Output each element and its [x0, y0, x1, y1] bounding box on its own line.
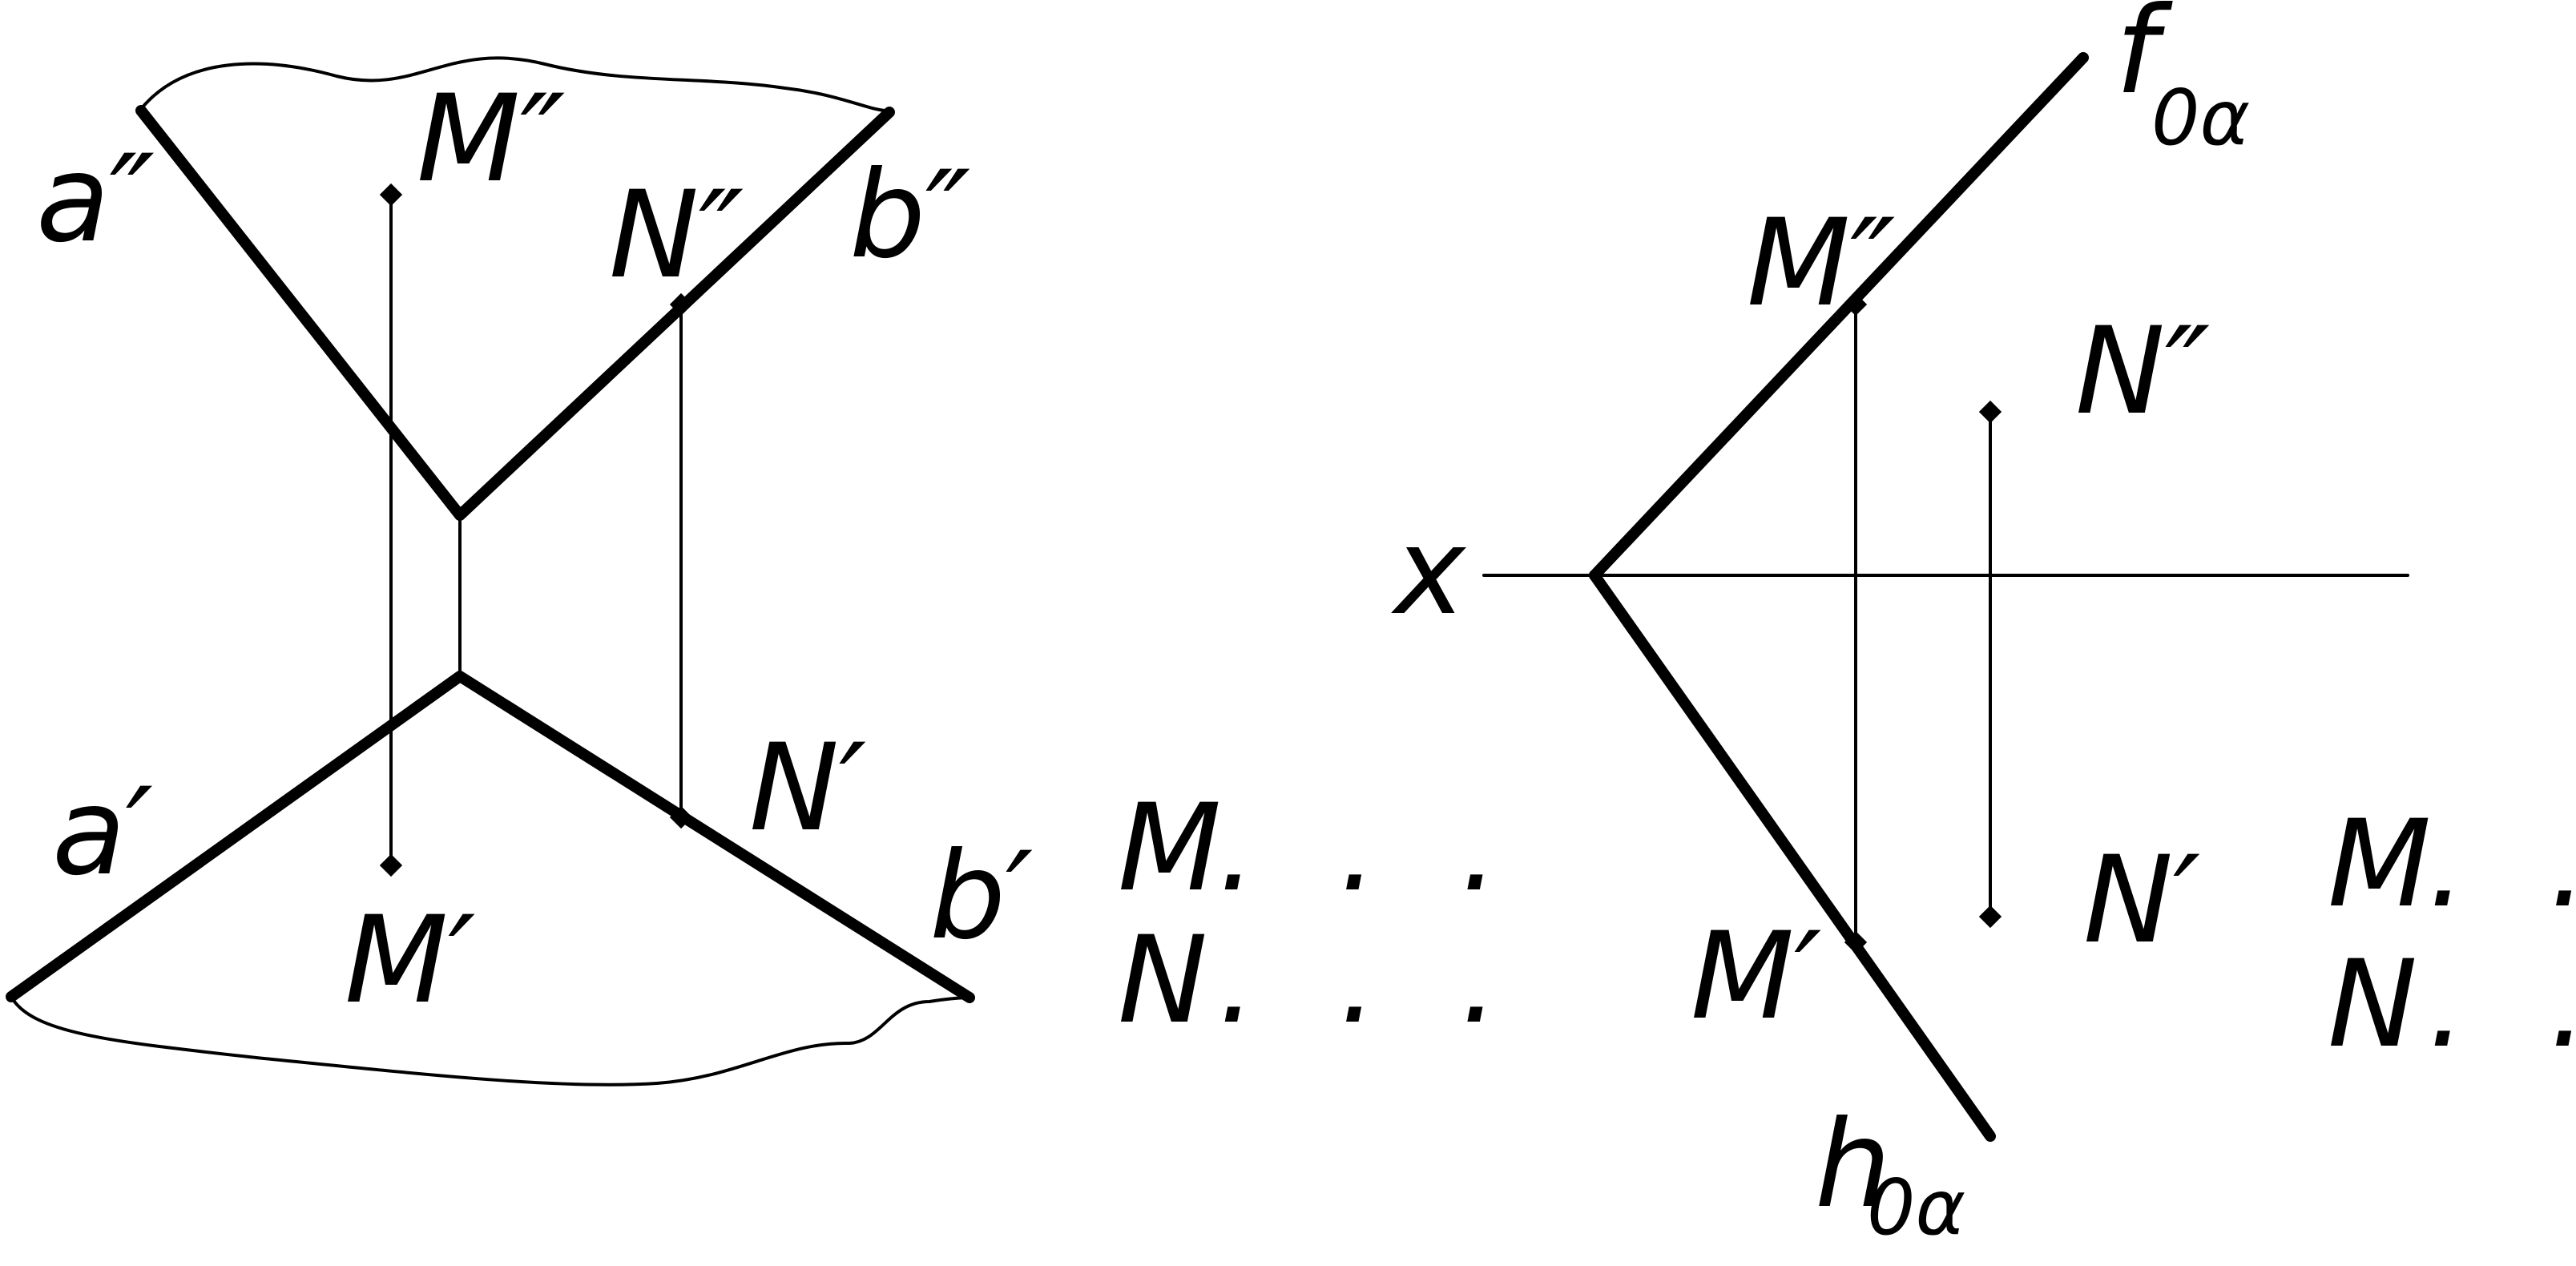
answer-M-left: M: [1118, 779, 1221, 918]
plane-boundary-top: [139, 56, 891, 113]
left-figure: a″ b″ M″ N″ a′ b′ M′ N′ M . . . N . . .: [6, 56, 1521, 1087]
point-N2-right: [1978, 400, 2002, 424]
answer-M-left-dots: . . .: [1218, 779, 1521, 918]
label-f-trace-sub: 0α: [2151, 75, 2250, 163]
answer-M-right: M: [2328, 795, 2431, 934]
answer-N-right-dots: . . .: [2428, 935, 2576, 1074]
label-N1-left: N′: [749, 719, 866, 858]
trace-h0a: [1589, 570, 1996, 1142]
label-N2-right: N″: [2075, 302, 2210, 441]
label-h-trace: h: [1815, 1095, 1891, 1235]
point-M2-right: [1844, 292, 1868, 316]
point-M2-left: [379, 183, 403, 207]
point-M1-right: [1844, 930, 1868, 954]
answer-N-right: N: [2328, 935, 2417, 1074]
point-N1-right: [1978, 905, 2002, 929]
point-M1-left: [379, 853, 403, 877]
plane-boundary-bottom: [10, 995, 971, 1087]
label-M2-left: M″: [417, 70, 565, 209]
right-figure: x f 0α h 0α M″ N″ M′ N′ M . . . N . . .: [1391, 0, 2576, 1252]
point-N2-left: [669, 292, 693, 316]
label-M1-left: M′: [345, 891, 475, 1030]
trace-f0a: [1589, 52, 2089, 581]
answer-N-left: N: [1118, 911, 1207, 1050]
label-b1: b′: [929, 827, 1033, 966]
label-a1: a′: [52, 763, 153, 902]
label-M1-right: M′: [1691, 907, 1821, 1046]
label-M2-right: M″: [1747, 194, 1895, 333]
label-N1-right: N′: [2083, 831, 2200, 970]
answer-N-left-dots: . . .: [1218, 911, 1521, 1050]
answer-M-right-dots: . . .: [2428, 795, 2576, 934]
label-a2: a″: [36, 130, 155, 269]
label-N2-left: N″: [609, 166, 744, 305]
point-N1-left: [669, 805, 693, 829]
label-h-trace-sub: 0α: [1867, 1164, 1965, 1252]
axis-x-label: x: [1391, 502, 1467, 642]
label-b2: b″: [849, 146, 970, 285]
